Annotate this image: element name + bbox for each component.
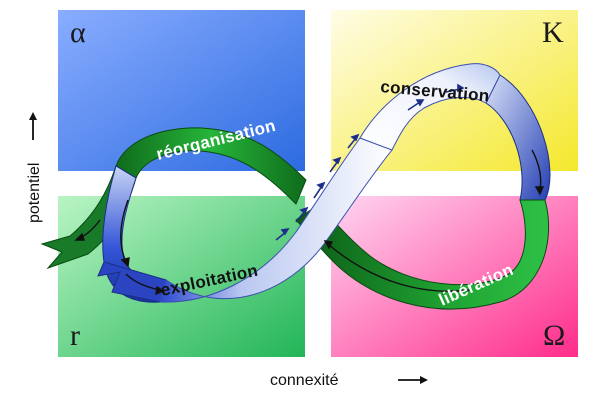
band-reorganisation <box>115 127 307 205</box>
x-axis-arrow-icon <box>420 376 428 384</box>
x-axis: connexité <box>270 372 428 389</box>
symbol-omega: Ω <box>543 319 565 352</box>
x-axis-label: connexité <box>270 372 339 389</box>
band-liberation <box>295 199 550 310</box>
symbol-k: K <box>542 16 564 49</box>
symbol-r: r <box>70 319 80 352</box>
loop-arrows <box>74 199 165 296</box>
flow-arrows <box>275 83 465 241</box>
y-axis: potentiel <box>26 112 43 223</box>
y-axis-label: potentiel <box>26 163 43 224</box>
release-arrows <box>323 149 545 292</box>
y-axis-arrow-icon <box>29 112 37 120</box>
band-conservation <box>359 63 501 151</box>
symbol-alpha: α <box>70 16 86 49</box>
